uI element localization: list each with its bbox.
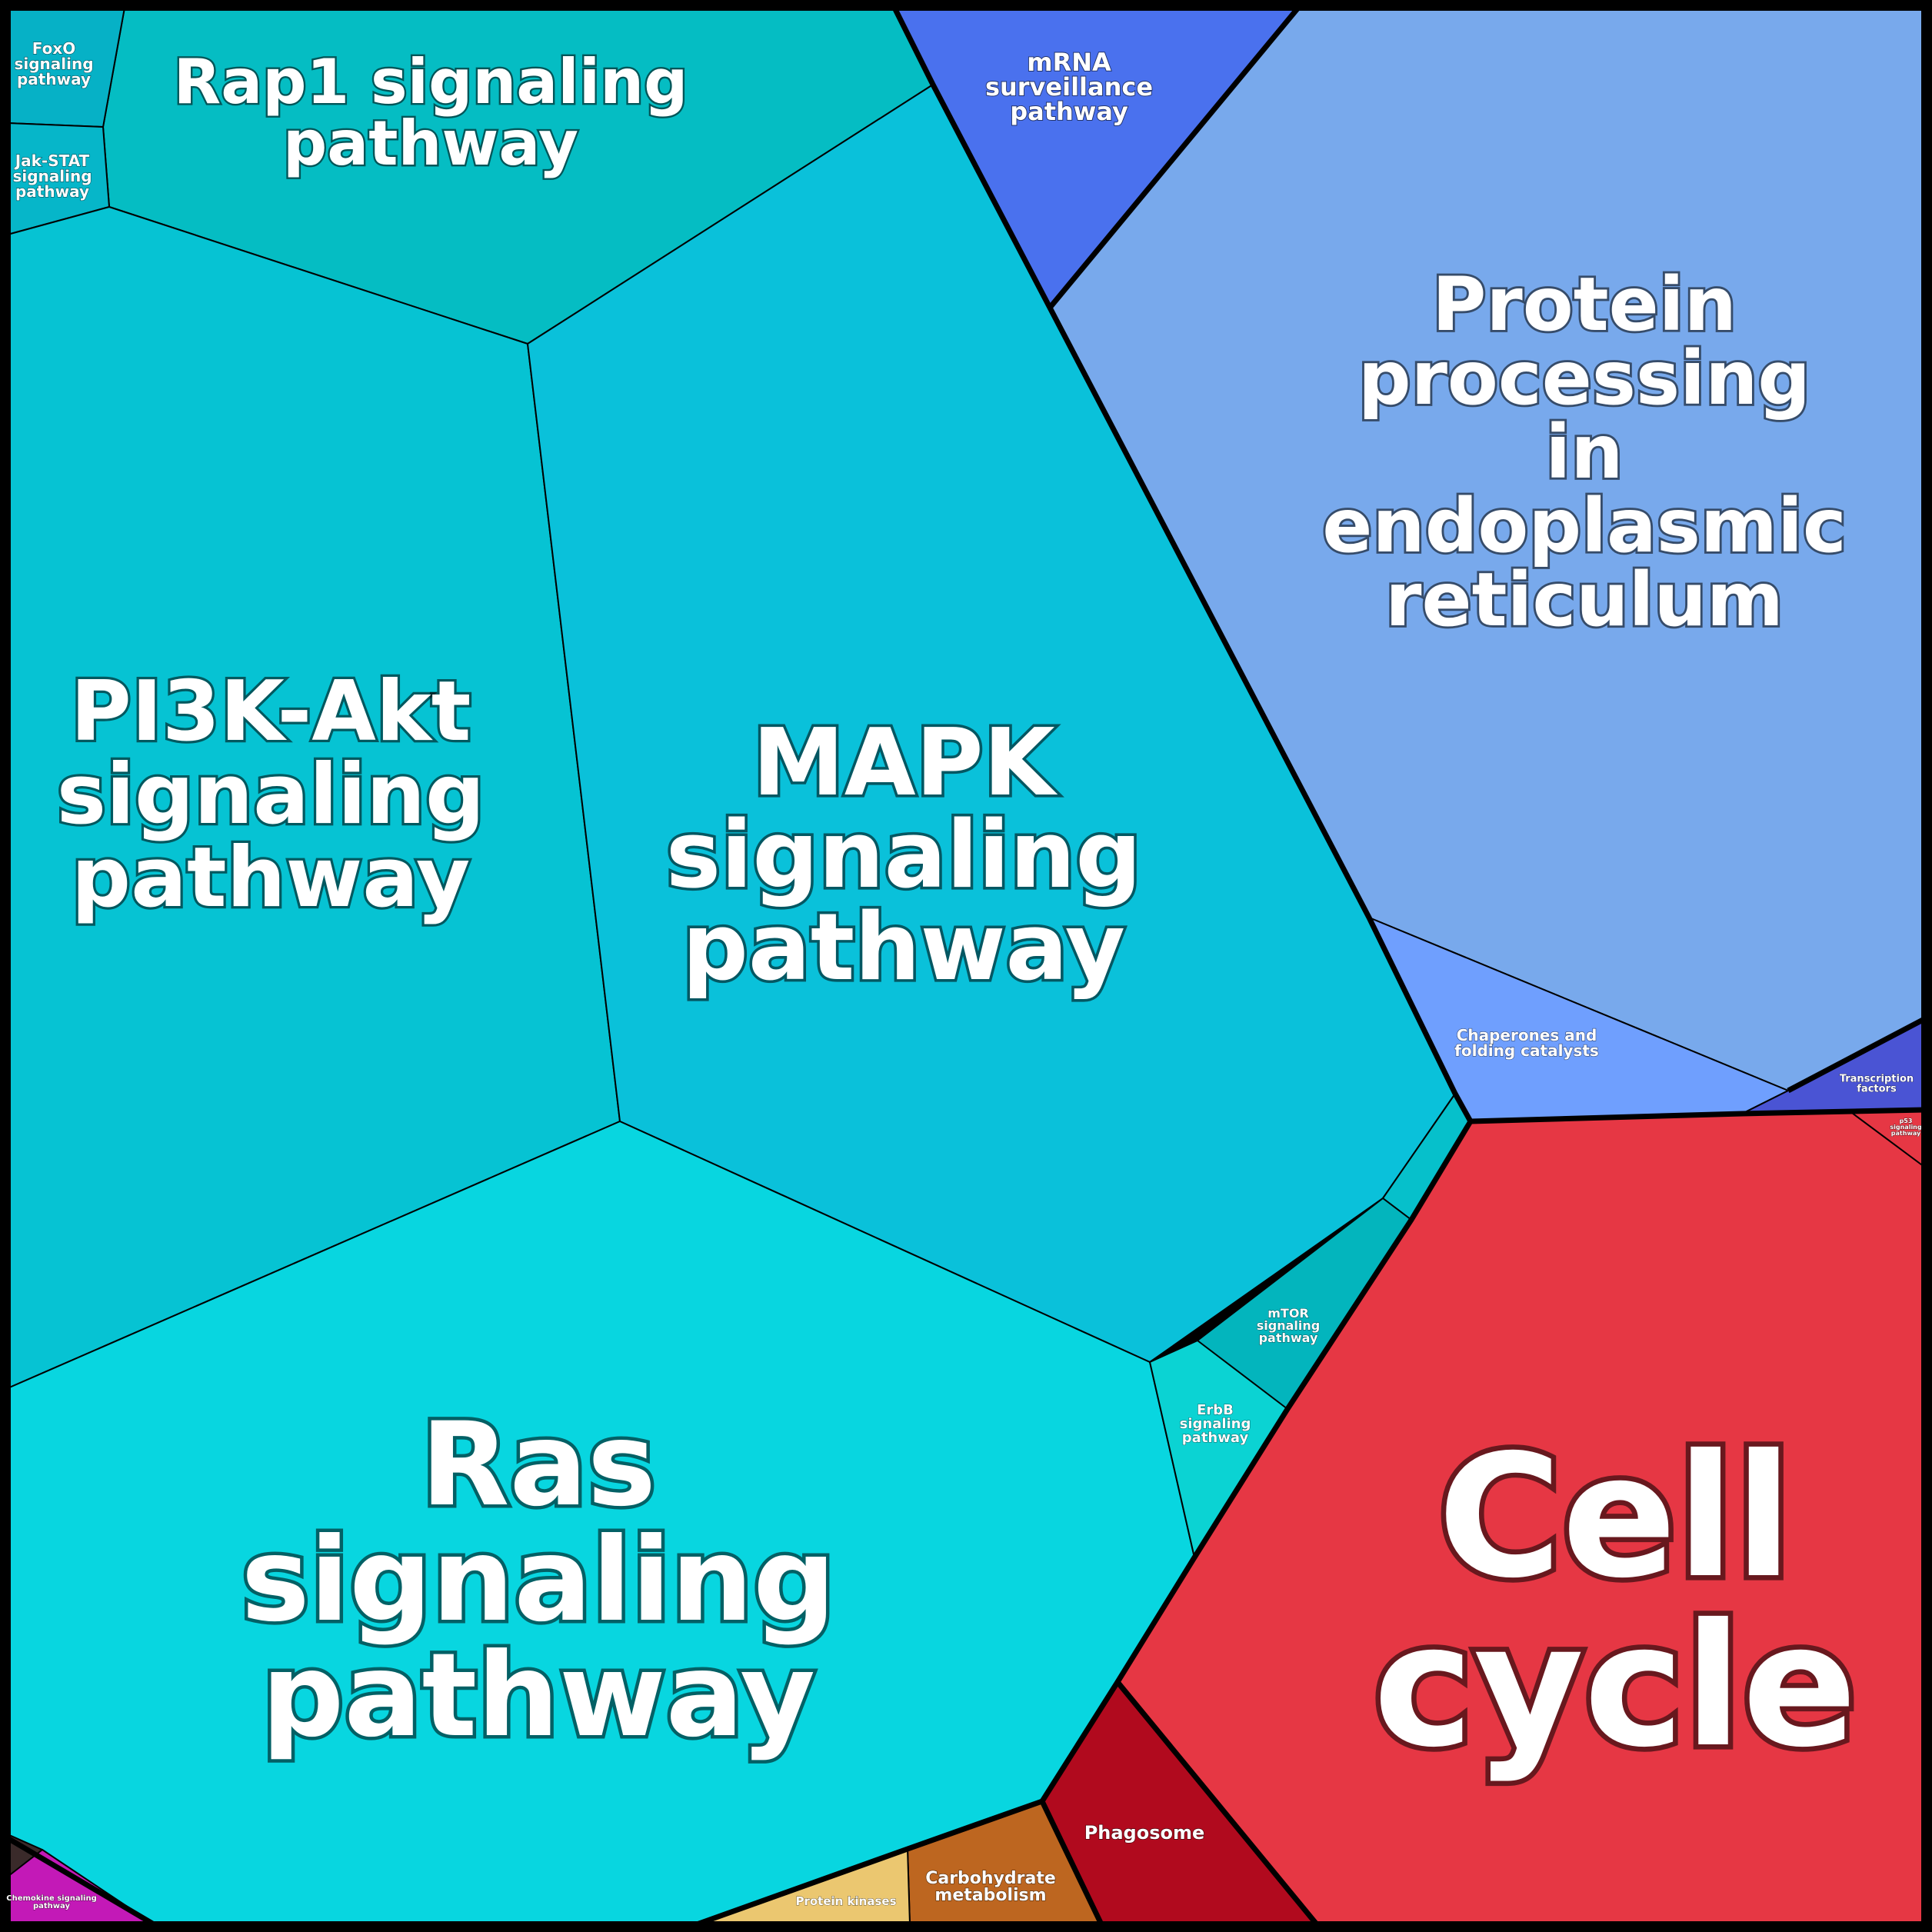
group-border-chemokine <box>6 1835 155 1927</box>
label-phagosome: Phagosome <box>1084 1822 1205 1844</box>
group-border-cellcycle-top <box>1470 1107 1925 1124</box>
group-border-mrna <box>1048 5 1301 310</box>
group-border-transcription <box>1787 1016 1926 1094</box>
group-border-phagosome <box>1115 1680 1319 1927</box>
group-border-bottom <box>695 1798 1104 1927</box>
label-kinases: Protein kinases <box>795 1894 896 1908</box>
